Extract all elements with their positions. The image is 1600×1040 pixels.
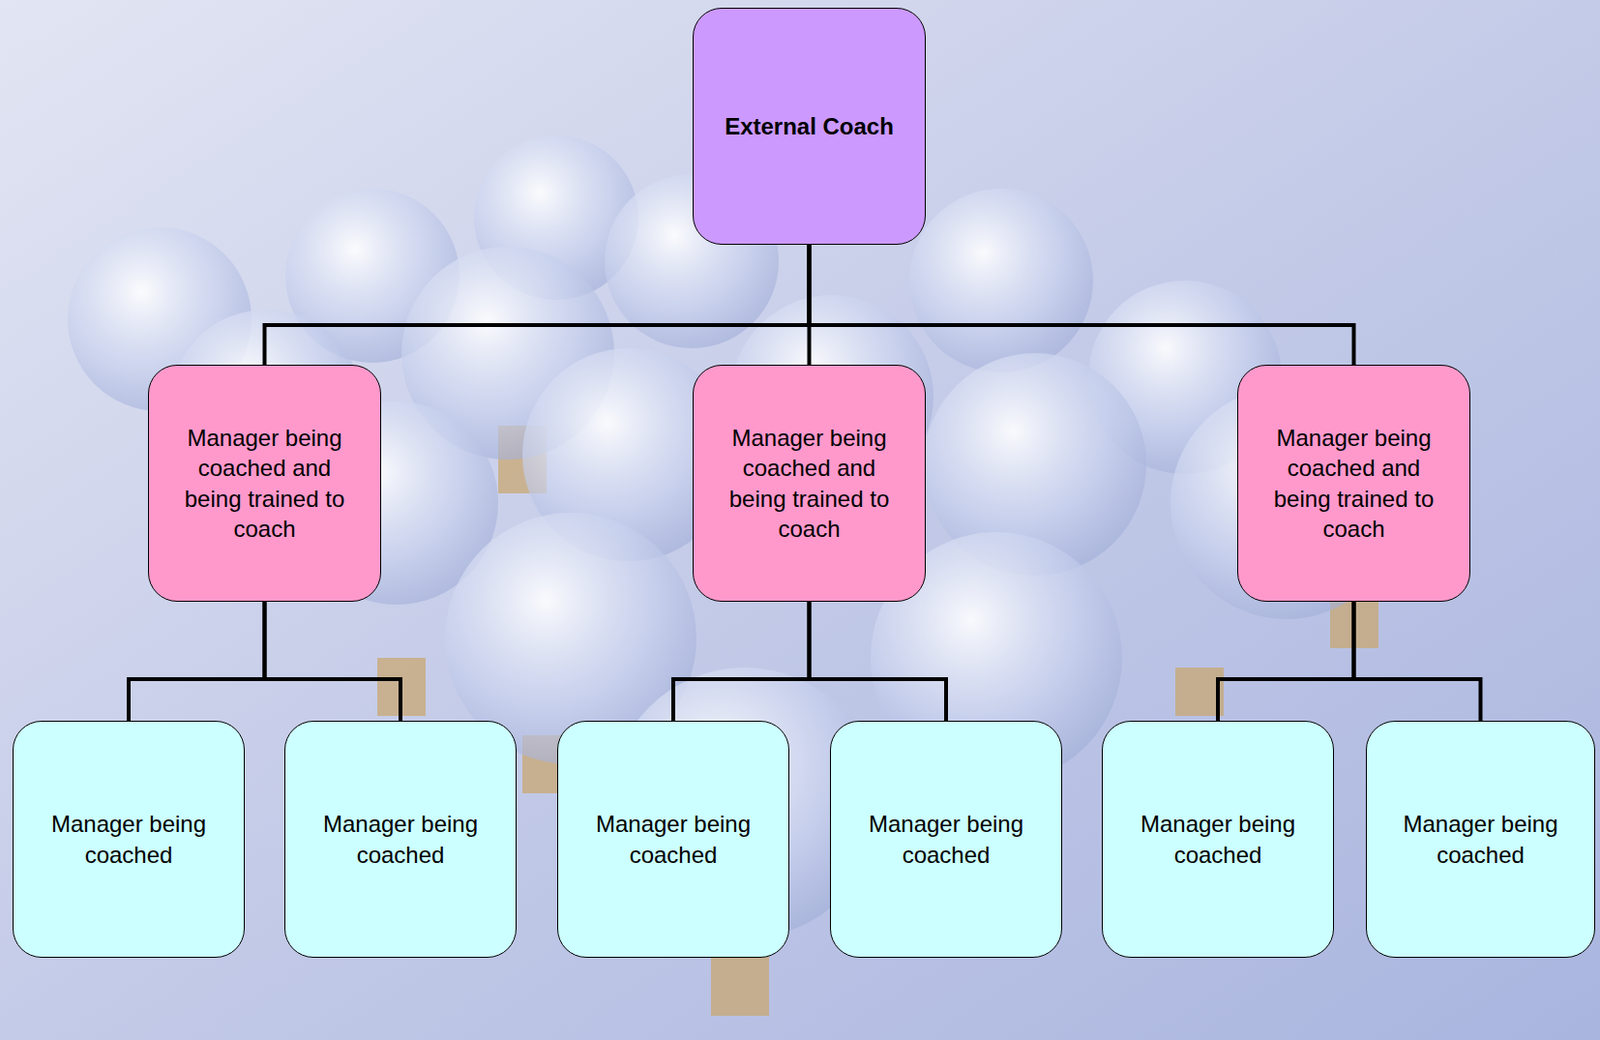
coachee-box: Manager being coached — [557, 720, 790, 958]
node-label: Manager being coached — [1389, 808, 1573, 869]
node-label: Manager being coached — [854, 808, 1038, 869]
coach-trainee-box: Manager being coached and being trained … — [148, 364, 382, 602]
coachee-box: Manager being coached — [829, 720, 1063, 958]
tree-connector — [673, 601, 810, 721]
coachee-box: Manager being coached — [284, 720, 517, 958]
tree-connector — [128, 601, 266, 721]
node-label: Manager being coached — [581, 808, 766, 869]
coachee-box: Manager being coached — [1101, 720, 1334, 958]
node-label: Manager being coached — [36, 808, 221, 869]
node-label: Manager being coached — [308, 808, 493, 869]
tree-connector — [809, 601, 948, 721]
coach-box: External Coach — [692, 7, 926, 245]
tree-connector — [809, 244, 1355, 365]
tree-connector — [1217, 601, 1355, 721]
coach-trainee-box: Manager being coached and being trained … — [1237, 364, 1471, 602]
tree-connector — [265, 244, 810, 365]
tree-connector — [1354, 601, 1482, 721]
coachee-box: Manager being coached — [1365, 720, 1596, 958]
node-label: Manager being coached and being trained … — [1262, 422, 1447, 544]
lightbulbs — [67, 135, 1403, 1016]
node-label: Manager being coached and being trained … — [173, 422, 357, 544]
node-label: Manager being coached — [1125, 808, 1310, 869]
coach-trainee-box: Manager being coached and being trained … — [692, 364, 926, 602]
node-label: Manager being coached and being trained … — [717, 422, 902, 544]
node-label: External Coach — [724, 111, 894, 142]
tree-connector — [265, 601, 402, 721]
coachee-box: Manager being coached — [12, 720, 245, 958]
